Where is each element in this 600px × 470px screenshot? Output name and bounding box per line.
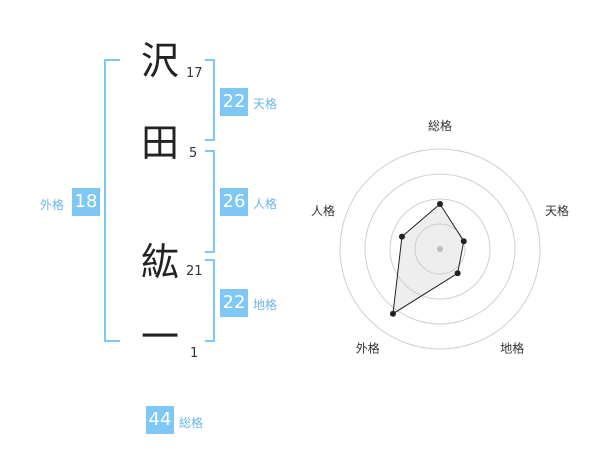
- radar-axis-label: 天格: [545, 203, 569, 218]
- radar-point: [398, 233, 405, 240]
- tenkaku-label: 天格: [253, 97, 278, 111]
- name-char-1: 沢: [141, 39, 180, 83]
- tenkaku-value: 22: [220, 88, 248, 116]
- radar-axis-label: 人格: [311, 203, 335, 218]
- radar-point: [437, 201, 443, 207]
- radar-axis-label: 外格: [356, 341, 380, 356]
- jinkaku-label: 人格: [253, 197, 278, 211]
- radar-area: [392, 203, 465, 315]
- stroke-count-2: 5: [189, 146, 198, 161]
- name-char-4: 一: [141, 315, 180, 359]
- radar-ring: [339, 148, 541, 350]
- radar-point: [460, 238, 467, 245]
- stroke-count-3: 21: [186, 264, 203, 279]
- radar-point: [454, 270, 461, 277]
- soukaku-label: 総格: [179, 416, 204, 430]
- chikaku-bracket: [205, 259, 215, 342]
- jinkaku-bracket: [205, 150, 215, 253]
- gaikaku-value: 18: [72, 188, 100, 216]
- radar-ring: [414, 223, 466, 275]
- soukaku-value: 44: [146, 406, 174, 434]
- chikaku-label: 地格: [253, 298, 278, 312]
- gaikaku-bracket: [104, 59, 120, 342]
- radar-point: [389, 310, 396, 317]
- chikaku-value: 22: [220, 289, 248, 317]
- radar-axis-label: 総格: [428, 118, 452, 133]
- stroke-count-1: 17: [186, 66, 203, 81]
- radar-ring: [389, 198, 491, 300]
- name-char-2: 田: [141, 121, 180, 165]
- gaikaku-label: 外格: [40, 198, 65, 212]
- radar-ring: [364, 173, 516, 325]
- radar-center: [437, 246, 443, 252]
- stroke-count-4: 1: [190, 346, 199, 361]
- name-char-3: 紘: [141, 240, 180, 284]
- tenkaku-bracket: [205, 59, 215, 141]
- radar-axis-label: 地格: [500, 341, 524, 356]
- jinkaku-value: 26: [220, 188, 248, 216]
